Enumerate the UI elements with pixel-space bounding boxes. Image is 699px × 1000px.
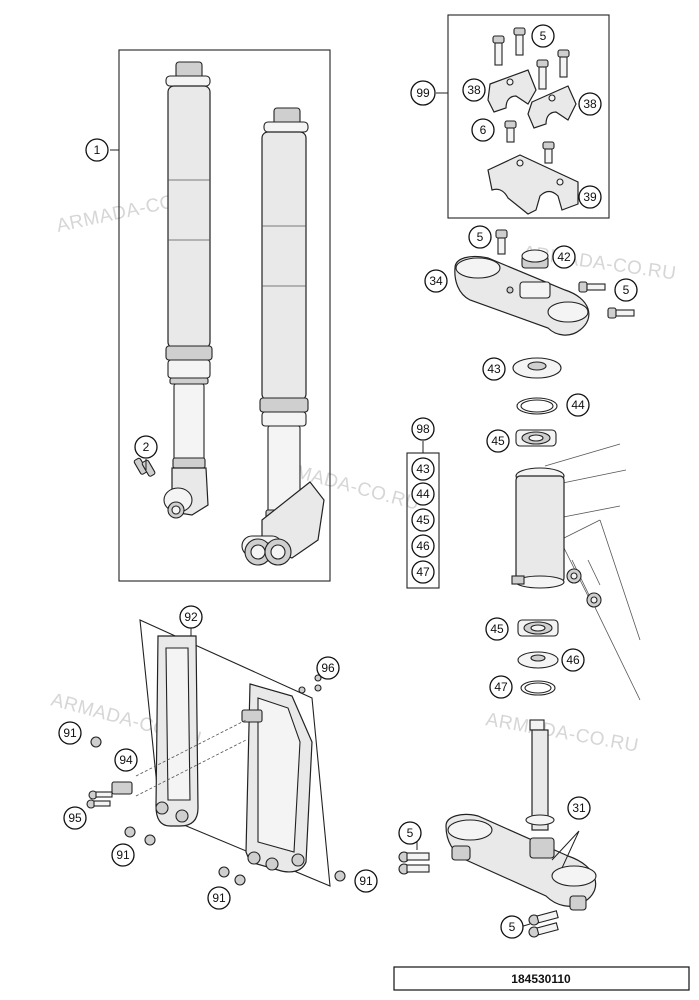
callout-1: 1	[85, 138, 109, 162]
svg-text:43: 43	[487, 362, 501, 376]
document-number: 184530110	[511, 972, 571, 986]
fork-group-frame	[118, 49, 331, 582]
svg-text:91: 91	[212, 891, 226, 905]
svg-text:98: 98	[416, 422, 430, 436]
svg-text:5: 5	[477, 230, 484, 244]
svg-text:46: 46	[416, 539, 430, 553]
handlebar-clamp-group	[436, 14, 610, 219]
callout-91-bottom-left: 91	[111, 843, 135, 867]
clamp-group-frame	[447, 14, 610, 219]
svg-text:38: 38	[583, 97, 597, 111]
callout-47: 47	[489, 675, 513, 699]
callout-5-lower-bottom: 5	[500, 915, 524, 939]
lower-clamp	[487, 154, 579, 215]
callout-91-right: 91	[354, 869, 378, 893]
lower-triple-clamp	[398, 719, 597, 938]
document-number-box: 184530110	[393, 966, 690, 991]
screws-item-2	[133, 457, 156, 477]
svg-text:5: 5	[407, 826, 414, 840]
upper-clamp-right	[527, 85, 577, 129]
left-fork-leg	[163, 61, 213, 519]
lower-bearings	[517, 619, 559, 696]
callout-39: 39	[578, 185, 602, 209]
callout-91-bottom: 91	[207, 886, 231, 910]
callout-2: 2	[134, 435, 158, 459]
svg-text:43: 43	[416, 462, 430, 476]
callout-98: 98	[411, 417, 435, 441]
upper-clamp-left	[487, 69, 537, 113]
kit-item-46: 46	[411, 534, 435, 558]
callout-5-clamp: 5	[531, 24, 555, 48]
callout-46: 46	[561, 648, 585, 672]
svg-text:6: 6	[480, 123, 487, 137]
clamp-bolts	[492, 27, 570, 90]
kit-item-43: 43	[411, 457, 435, 481]
kit-box-98	[406, 441, 440, 589]
callout-45-lower: 45	[485, 617, 509, 641]
callout-34: 34	[424, 269, 448, 293]
callout-5-upper-left: 5	[468, 225, 492, 249]
callout-38-right: 38	[578, 92, 602, 116]
callout-5-upper-right: 5	[614, 278, 638, 302]
watermark-5: ARMADA-CO.RU	[484, 709, 640, 757]
svg-text:47: 47	[416, 565, 430, 579]
svg-text:45: 45	[416, 513, 430, 527]
upper-triple-clamp	[454, 229, 635, 336]
svg-text:34: 34	[429, 274, 443, 288]
svg-text:96: 96	[321, 661, 335, 675]
callouts: 1 2 99 5 38 38 6 39 5 42 34 5 43 44 45 9…	[58, 24, 638, 939]
callout-6: 6	[471, 118, 495, 142]
svg-text:5: 5	[540, 29, 547, 43]
callout-42: 42	[552, 245, 576, 269]
svg-text:45: 45	[491, 434, 505, 448]
svg-text:39: 39	[583, 190, 597, 204]
svg-text:95: 95	[68, 811, 82, 825]
callout-94: 94	[114, 748, 138, 772]
callout-45-upper: 45	[486, 429, 510, 453]
callout-91-left: 91	[58, 721, 82, 745]
svg-text:99: 99	[416, 86, 430, 100]
steering-bearings	[512, 357, 562, 447]
svg-text:91: 91	[116, 848, 130, 862]
svg-text:91: 91	[359, 874, 373, 888]
callout-38-left: 38	[462, 78, 486, 102]
fork-legs-group	[110, 49, 331, 582]
svg-text:44: 44	[416, 487, 430, 501]
callout-92: 92	[179, 605, 203, 629]
callout-95: 95	[63, 806, 87, 830]
svg-text:91: 91	[63, 726, 77, 740]
svg-text:45: 45	[490, 622, 504, 636]
svg-text:47: 47	[494, 680, 508, 694]
callout-31: 31	[567, 796, 591, 820]
callout-43: 43	[482, 357, 506, 381]
kit-item-45: 45	[411, 508, 435, 532]
svg-text:38: 38	[467, 83, 481, 97]
svg-text:92: 92	[184, 610, 198, 624]
svg-text:44: 44	[571, 398, 585, 412]
callout-5-lower-left: 5	[398, 821, 422, 845]
svg-text:5: 5	[623, 283, 630, 297]
fork-guards-group	[86, 619, 346, 887]
callout-99: 99	[410, 80, 436, 106]
callout-44: 44	[566, 393, 590, 417]
svg-text:42: 42	[557, 250, 571, 264]
guard-group-frame	[139, 619, 331, 887]
svg-text:1: 1	[94, 143, 101, 157]
kit-item-47: 47	[411, 560, 435, 584]
svg-text:2: 2	[143, 440, 150, 454]
svg-text:94: 94	[119, 753, 133, 767]
frame-head-section	[511, 443, 641, 701]
kit-item-44: 44	[411, 482, 435, 506]
svg-text:46: 46	[566, 653, 580, 667]
svg-text:5: 5	[509, 920, 516, 934]
svg-text:31: 31	[572, 801, 586, 815]
callout-96: 96	[316, 656, 340, 680]
right-fork-leg	[241, 107, 325, 566]
